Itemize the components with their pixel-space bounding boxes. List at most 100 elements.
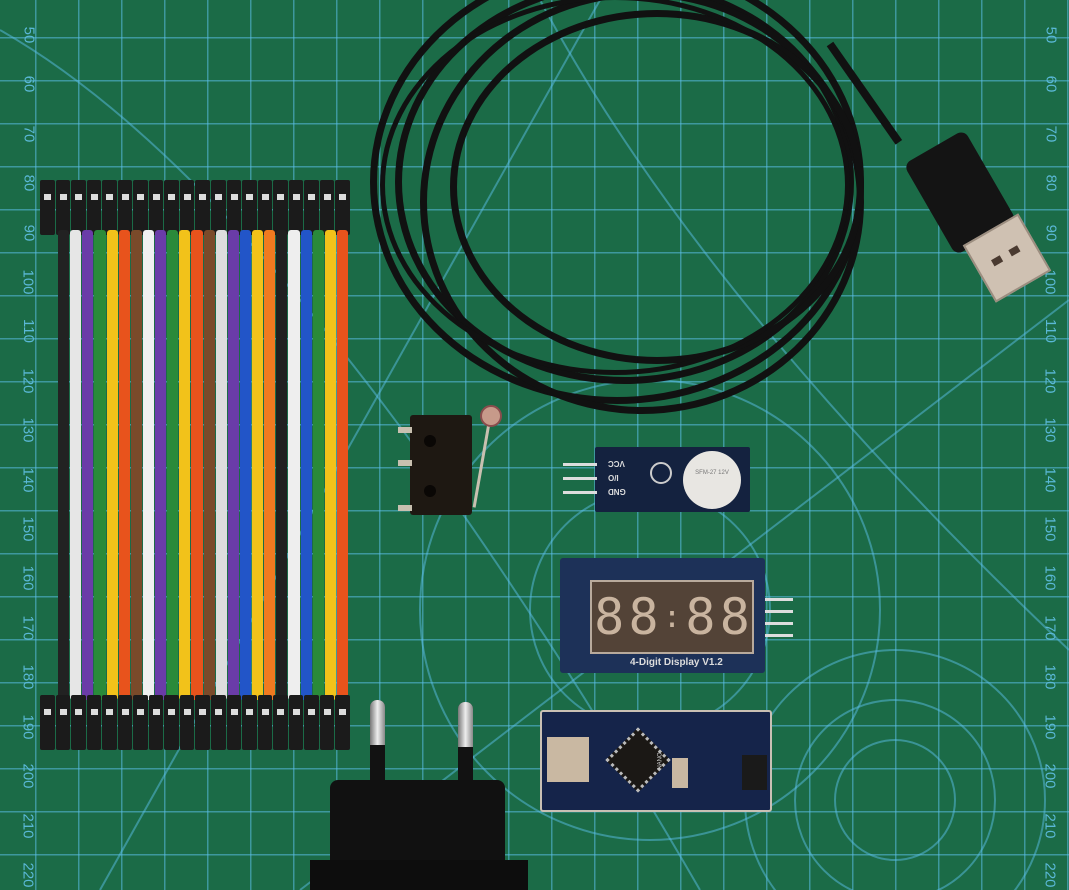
dupont-connector (117, 180, 133, 235)
pin-label: GND (608, 487, 626, 496)
dupont-connector (71, 180, 86, 235)
cable-coil (380, 0, 850, 375)
switch-pin (398, 505, 412, 511)
dupont-connector (55, 180, 71, 235)
ruler-tick-label: 50 (1042, 26, 1059, 44)
ruler-tick-label: 140 (20, 467, 37, 493)
switch-pin (398, 427, 412, 433)
ruler-tick-label: 120 (1042, 368, 1059, 394)
jumper-wire (252, 230, 264, 700)
ruler-tick-label: 170 (20, 615, 37, 641)
ruler-tick-label: 90 (20, 224, 37, 241)
header-pin (563, 491, 597, 494)
ruler-tick-label: 150 (1042, 516, 1059, 542)
dupont-connector (195, 695, 211, 750)
pin-label: I/O (608, 473, 619, 482)
dupont-connector (71, 695, 86, 750)
dupont-connector (164, 180, 179, 235)
jumper-wire (70, 230, 82, 700)
ruler-tick-label: 50 (20, 26, 37, 44)
dupont-connector (335, 695, 350, 750)
seven-segment-display: 8 8 : 8 8 (590, 580, 754, 654)
dupont-connector (117, 695, 133, 750)
dupont-connector (226, 180, 242, 235)
switch-roller (480, 405, 502, 427)
mount-hole (424, 435, 436, 447)
ruler-tick-label: 70 (1042, 125, 1059, 143)
dupont-connector (273, 180, 288, 235)
digit: 8 (685, 588, 716, 646)
header-pin (765, 610, 793, 613)
dupont-connector (164, 695, 179, 750)
switch-pin (398, 460, 412, 466)
icsp-header (742, 755, 767, 790)
dupont-connector (133, 695, 148, 750)
adapter-base (310, 860, 528, 890)
ruler-tick-label: 130 (20, 417, 37, 443)
dupont-connector (273, 695, 288, 750)
board-label: NANO (657, 752, 664, 770)
dupont-connector (226, 695, 242, 750)
jumper-header-top (40, 180, 350, 235)
jumper-wire (130, 230, 142, 700)
dupont-connector (211, 695, 226, 750)
ruler-tick-label: 130 (1042, 417, 1059, 443)
jumper-wire (239, 230, 251, 700)
dupont-connector (40, 180, 55, 235)
display-label: 4-Digit Display V1.2 (630, 657, 723, 668)
jumper-wire (288, 230, 300, 700)
dupont-connector (211, 180, 226, 235)
buzzer-module: VCC I/O GND SFM-27 12V (563, 447, 750, 512)
header-pin (765, 598, 793, 601)
display-module: 8 8 : 8 8 4-Digit Display V1.2 (560, 558, 793, 673)
ruler-tick-label: 200 (1042, 763, 1059, 789)
mount-hole (650, 462, 672, 484)
ruler-tick-label: 190 (1042, 714, 1059, 740)
dupont-connector (288, 180, 304, 235)
dupont-connector (40, 695, 55, 750)
jumper-wire (82, 230, 94, 700)
ruler-tick-label: 210 (1042, 812, 1059, 839)
dupont-connector (148, 695, 164, 750)
ruler-tick-label: 70 (20, 125, 37, 143)
dupont-connector (148, 180, 164, 235)
pin-label: VCC (608, 459, 625, 468)
ruler-tick-label: 110 (19, 319, 37, 344)
ruler-tick-label: 210 (20, 812, 37, 839)
header-pin (765, 634, 793, 637)
micro-switch (398, 405, 502, 515)
ruler-tick-label: 100 (20, 269, 37, 295)
jumper-wire (300, 230, 312, 700)
mini-usb-port (547, 737, 589, 782)
dupont-connector (86, 180, 102, 235)
jumper-wire (179, 230, 191, 700)
header-pin (563, 477, 597, 480)
jumper-wire (276, 230, 288, 700)
ruler-tick-label: 60 (20, 76, 37, 93)
dupont-connector (86, 695, 102, 750)
ruler-tick-label: 120 (20, 368, 37, 394)
arduino-nano: NANO (540, 710, 772, 812)
header-pin (765, 622, 793, 625)
buzzer: SFM-27 12V (683, 451, 741, 509)
colon: : (662, 599, 682, 635)
dupont-connector (257, 695, 273, 750)
dupont-connector (102, 180, 117, 235)
plug-prong (458, 702, 473, 797)
dupont-connector (242, 180, 257, 235)
dupont-connector (133, 180, 148, 235)
dupont-connector (242, 695, 257, 750)
jumper-wire (264, 230, 276, 700)
jumper-wire-bundle (58, 230, 348, 700)
mount-hole (424, 485, 436, 497)
header-pin (563, 463, 597, 466)
ruler-tick-label: 80 (20, 174, 37, 192)
dupont-connector (257, 180, 273, 235)
dupont-connector (319, 180, 335, 235)
jumper-wire (324, 230, 336, 700)
dupont-connector (179, 180, 195, 235)
digit: 8 (628, 588, 659, 646)
jumper-wire (191, 230, 203, 700)
digit: 8 (719, 588, 750, 646)
